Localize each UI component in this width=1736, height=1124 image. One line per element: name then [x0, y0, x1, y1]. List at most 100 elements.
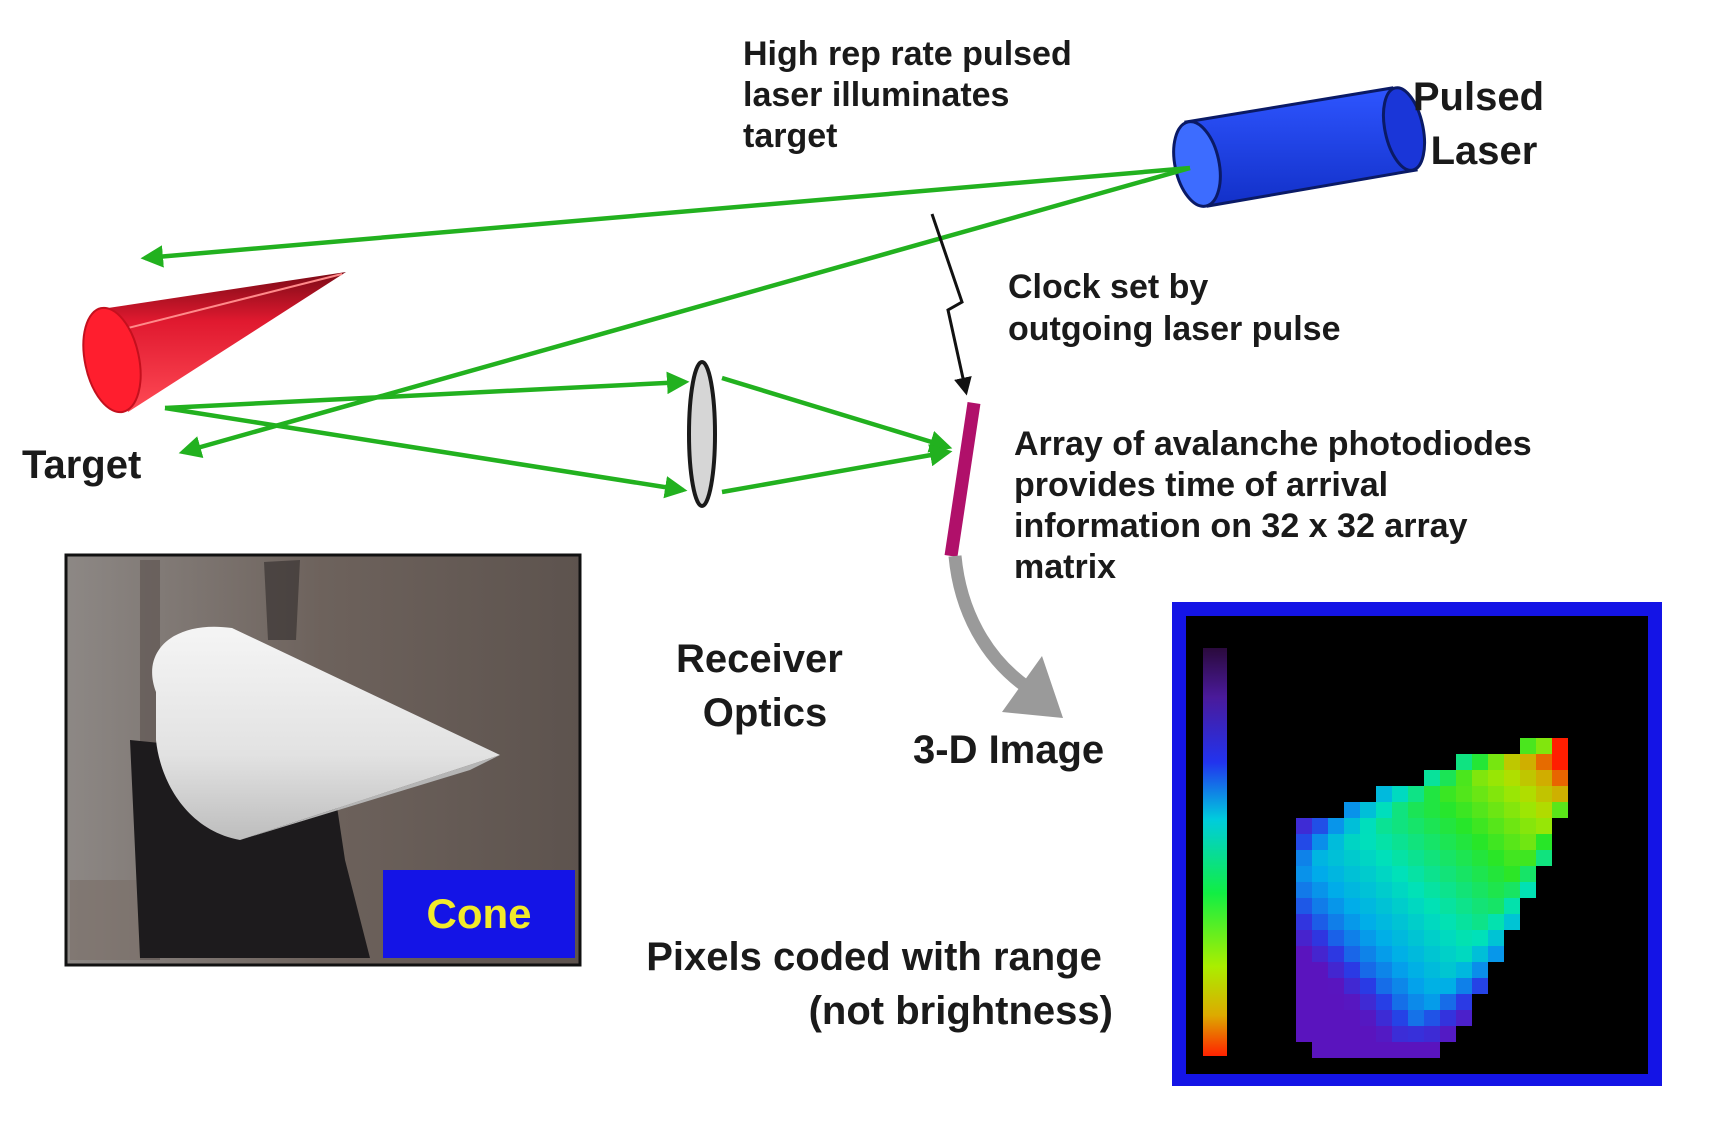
range-pixel: [1408, 866, 1424, 882]
range-pixel: [1296, 962, 1312, 978]
range-pixel: [1408, 962, 1424, 978]
range-pixel: [1376, 882, 1392, 898]
range-pixel: [1552, 738, 1568, 754]
range-pixel: [1360, 1026, 1376, 1042]
range-pixel: [1504, 914, 1520, 930]
range-pixel: [1328, 978, 1344, 994]
range-pixel: [1312, 1010, 1328, 1026]
range-pixel: [1440, 882, 1456, 898]
range-pixel: [1312, 1026, 1328, 1042]
range-pixel: [1472, 946, 1488, 962]
range-pixel: [1440, 946, 1456, 962]
range-pixel: [1328, 994, 1344, 1010]
range-pixel: [1408, 946, 1424, 962]
range-pixel: [1328, 850, 1344, 866]
range-pixel: [1328, 1042, 1344, 1058]
range-pixel: [1472, 754, 1488, 770]
range-pixel: [1312, 818, 1328, 834]
range-pixel: [1360, 978, 1376, 994]
range-pixel: [1344, 1042, 1360, 1058]
range-pixel: [1344, 978, 1360, 994]
range-pixel: [1344, 1026, 1360, 1042]
range-pixel: [1536, 738, 1552, 754]
range-pixel: [1328, 946, 1344, 962]
range-pixel: [1472, 834, 1488, 850]
range-pixel: [1360, 914, 1376, 930]
range-pixel: [1488, 946, 1504, 962]
range-pixel: [1392, 850, 1408, 866]
range-pixel: [1376, 898, 1392, 914]
range-pixel: [1472, 962, 1488, 978]
range-pixel: [1328, 962, 1344, 978]
range-pixel: [1456, 754, 1472, 770]
outgoing-beam-lower: [178, 165, 1191, 458]
range-pixel: [1376, 978, 1392, 994]
range-pixel: [1552, 754, 1568, 770]
range-pixel: [1488, 818, 1504, 834]
range-pixel: [1312, 834, 1328, 850]
range-pixel: [1328, 914, 1344, 930]
focused-beam-lower: [721, 444, 953, 495]
target-cone-icon: [82, 272, 346, 414]
range-pixel: [1424, 818, 1440, 834]
range-pixel: [1504, 850, 1520, 866]
range-pixel: [1424, 882, 1440, 898]
range-pixel: [1440, 962, 1456, 978]
range-pixel: [1296, 946, 1312, 962]
range-pixel: [1456, 1010, 1472, 1026]
range-pixel: [1456, 818, 1472, 834]
range-pixel: [1344, 882, 1360, 898]
range-pixel: [1360, 898, 1376, 914]
range-pixel: [1424, 946, 1440, 962]
range-pixel: [1520, 866, 1536, 882]
clock-lightning-icon: [930, 213, 972, 396]
range-pixel: [1520, 818, 1536, 834]
range-pixel: [1376, 1026, 1392, 1042]
range-pixel: [1488, 882, 1504, 898]
range-pixel: [1424, 786, 1440, 802]
range-pixel: [1488, 866, 1504, 882]
range-pixel: [1424, 978, 1440, 994]
range-pixel: [1424, 850, 1440, 866]
range-pixel: [1456, 914, 1472, 930]
range-pixel: [1296, 1026, 1312, 1042]
range-pixel: [1360, 946, 1376, 962]
range-pixel: [1488, 786, 1504, 802]
range-pixel: [1296, 818, 1312, 834]
range-pixel: [1504, 786, 1520, 802]
range-pixel: [1456, 786, 1472, 802]
range-pixel: [1552, 802, 1568, 818]
range-pixel: [1456, 898, 1472, 914]
return-beam-upper: [164, 371, 690, 411]
range-pixel: [1472, 850, 1488, 866]
range-pixel: [1504, 898, 1520, 914]
range-pixel: [1312, 1042, 1328, 1058]
cone-tag: [383, 870, 575, 958]
range-pixel: [1360, 882, 1376, 898]
range-pixel: [1536, 754, 1552, 770]
range-pixel: [1552, 770, 1568, 786]
range-pixel: [1488, 930, 1504, 946]
range-pixel: [1376, 914, 1392, 930]
range-pixel: [1408, 786, 1424, 802]
range-pixel: [1472, 978, 1488, 994]
range-pixel: [1376, 962, 1392, 978]
range-pixel: [1376, 850, 1392, 866]
range-pixel: [1392, 866, 1408, 882]
range-pixel: [1296, 898, 1312, 914]
range-pixel: [1504, 802, 1520, 818]
focused-beam-upper: [721, 375, 953, 453]
range-pixel: [1344, 1010, 1360, 1026]
range-pixel: [1472, 818, 1488, 834]
range-pixel: [1472, 898, 1488, 914]
range-pixel: [1440, 834, 1456, 850]
range-pixel: [1456, 882, 1472, 898]
range-pixel: [1392, 818, 1408, 834]
range-pixel: [1296, 834, 1312, 850]
range-pixel: [1344, 898, 1360, 914]
range-pixel: [1312, 850, 1328, 866]
range-pixel: [1424, 802, 1440, 818]
range-pixel: [1440, 786, 1456, 802]
range-pixel: [1328, 898, 1344, 914]
range-pixel: [1392, 962, 1408, 978]
